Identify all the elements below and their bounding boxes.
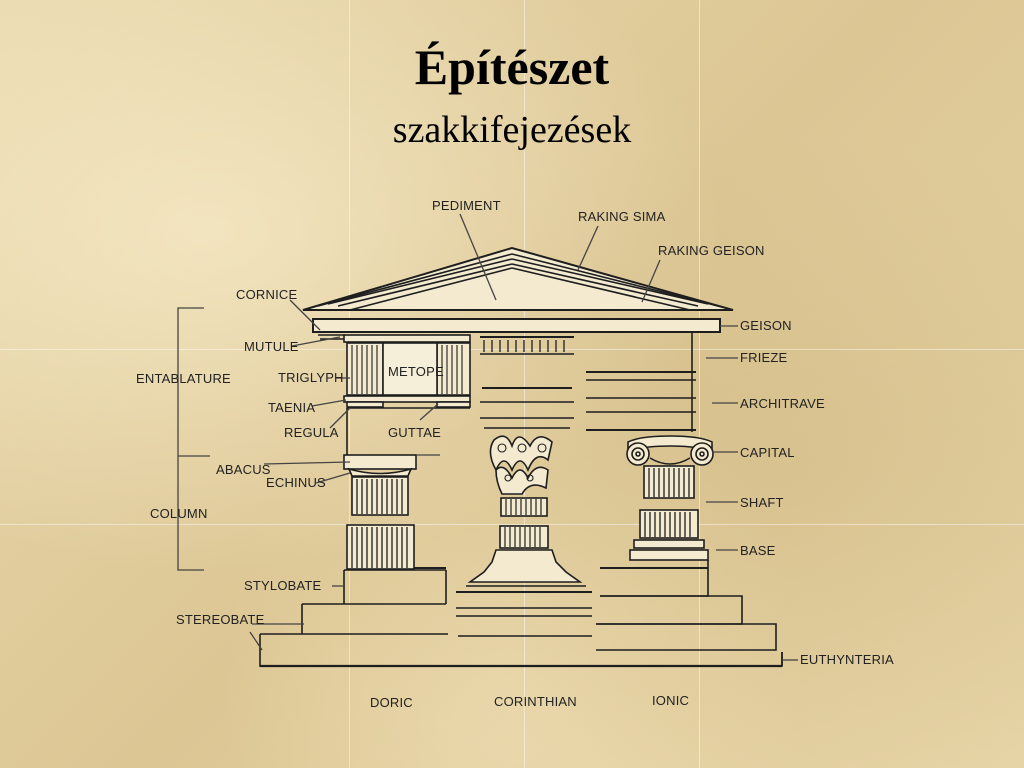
- label-euthynteria: EUTHYNTERIA: [800, 652, 894, 667]
- label-ionic: IONIC: [652, 693, 689, 708]
- label-raking-geison: RAKING GEISON: [658, 243, 765, 258]
- slide-grid-line: [524, 0, 525, 768]
- label-mutule: MUTULE: [244, 339, 299, 354]
- diagram-labels: PEDIMENT RAKING SIMA RAKING GEISON CORNI…: [136, 198, 894, 710]
- label-taenia: TAENIA: [268, 400, 315, 415]
- slide-subtitle: szakkifejezések: [392, 109, 632, 151]
- label-frieze: FRIEZE: [740, 350, 788, 365]
- label-entablature: ENTABLATURE: [136, 371, 231, 386]
- label-echinus: ECHINUS: [266, 475, 326, 490]
- label-abacus: ABACUS: [216, 462, 271, 477]
- label-geison: GEISON: [740, 318, 792, 333]
- label-cornice: CORNICE: [236, 287, 297, 302]
- geison-shape: [312, 318, 721, 340]
- label-pediment: PEDIMENT: [432, 198, 501, 213]
- leader-lines: [177, 213, 798, 661]
- label-shaft: SHAFT: [740, 495, 784, 510]
- corinthian-order: [456, 336, 592, 637]
- label-triglyph: TRIGLYPH: [278, 370, 344, 385]
- ionic-order: [586, 332, 714, 569]
- temple-drawing: [259, 246, 783, 668]
- label-column: COLUMN: [150, 506, 208, 521]
- slide-grid-line: [0, 524, 1024, 525]
- label-base: BASE: [740, 543, 776, 558]
- label-metope: METOPE: [388, 364, 444, 379]
- label-doric: DORIC: [370, 695, 413, 710]
- label-architrave: ARCHITRAVE: [740, 396, 825, 411]
- label-stylobate: STYLOBATE: [244, 578, 322, 593]
- label-stereobate: STEREOBATE: [176, 612, 265, 627]
- slide-title: Építészet: [414, 39, 610, 95]
- slide-grid-line: [0, 349, 1024, 350]
- slide-grid-line: [699, 0, 700, 768]
- label-regula: REGULA: [284, 425, 339, 440]
- temple-steps: [259, 560, 783, 668]
- label-raking-sima: RAKING SIMA: [578, 209, 666, 224]
- label-guttae: GUTTAE: [388, 425, 441, 440]
- label-capital: CAPITAL: [740, 445, 795, 460]
- label-corinthian: CORINTHIAN: [494, 694, 577, 709]
- doric-order: [343, 334, 471, 570]
